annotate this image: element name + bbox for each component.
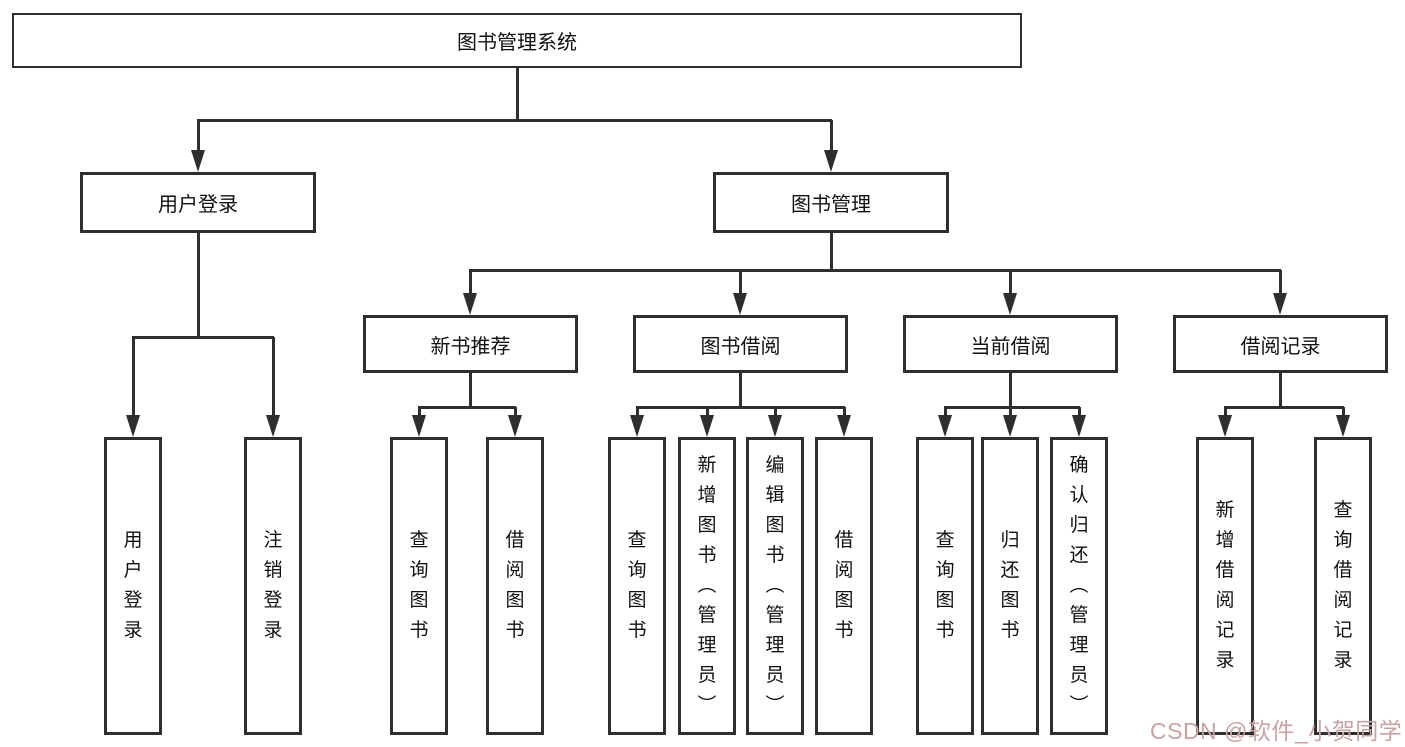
arrowhead-down-icon — [837, 415, 851, 437]
node-leaf-logout: 注销登录 — [244, 437, 302, 735]
arrowhead-down-icon — [266, 415, 280, 437]
connector-line — [843, 407, 846, 417]
connector-line — [132, 336, 274, 339]
node-leaf-borrow-books-recommend: 借阅图书 — [486, 437, 544, 735]
connector-line — [944, 406, 1080, 409]
watermark: CSDN @软件_小贺同学 — [1150, 718, 1403, 744]
arrowhead-down-icon — [508, 415, 522, 437]
node-leaf-query-books-borrowing: 查询图书 — [608, 437, 666, 735]
connector-line — [469, 373, 472, 409]
connector-line — [418, 406, 516, 409]
connector-line — [469, 269, 1281, 272]
node-book-management: 图书管理 — [713, 172, 949, 233]
node-leaf-query-books-recommend: 查询图书 — [390, 437, 448, 735]
node-leaf-return-books: 归还图书 — [981, 437, 1039, 735]
arrowhead-down-icon — [1072, 415, 1086, 437]
arrowhead-down-icon — [733, 293, 747, 315]
node-library-system: 图书管理系统 — [12, 13, 1022, 68]
connector-line — [1009, 373, 1012, 409]
connector-line — [1279, 270, 1282, 295]
arrowhead-down-icon — [1003, 415, 1017, 437]
connector-line — [739, 270, 742, 295]
node-current-borrowing: 当前借阅 — [903, 315, 1118, 373]
arrowhead-down-icon — [126, 415, 140, 437]
connector-line — [516, 68, 519, 121]
connector-line — [739, 373, 742, 409]
connector-line — [197, 233, 200, 339]
connector-line — [1342, 407, 1345, 417]
arrowhead-down-icon — [191, 150, 205, 172]
connector-line — [418, 407, 421, 417]
connector-line — [469, 270, 472, 295]
connector-line — [1009, 270, 1012, 295]
connector-line — [197, 119, 832, 122]
node-book-borrowing: 图书借阅 — [633, 315, 848, 373]
connector-line — [197, 120, 200, 152]
connector-line — [636, 406, 845, 409]
arrowhead-down-icon — [463, 293, 477, 315]
connector-line — [1224, 407, 1227, 417]
arrowhead-down-icon — [768, 415, 782, 437]
connector-line — [830, 233, 833, 272]
connector-line — [132, 337, 135, 417]
node-leaf-add-books-admin: 新增图书︵管理员︶ — [678, 437, 736, 735]
arrowhead-down-icon — [824, 150, 838, 172]
connector-line — [636, 407, 639, 417]
node-user-login: 用户登录 — [80, 172, 316, 233]
node-leaf-borrow-books-borrowing: 借阅图书 — [815, 437, 873, 735]
connector-line — [272, 337, 275, 417]
connector-line — [1224, 406, 1344, 409]
arrowhead-down-icon — [1336, 415, 1350, 437]
arrowhead-down-icon — [1218, 415, 1232, 437]
node-leaf-query-books-current: 查询图书 — [916, 437, 974, 735]
node-leaf-add-borrow-record: 新增借阅记录 — [1196, 437, 1254, 735]
node-new-book-recommend: 新书推荐 — [363, 315, 578, 373]
arrowhead-down-icon — [700, 415, 714, 437]
arrowhead-down-icon — [412, 415, 426, 437]
connector-line — [944, 407, 947, 417]
connector-line — [830, 120, 833, 152]
arrowhead-down-icon — [1273, 293, 1287, 315]
arrowhead-down-icon — [938, 415, 952, 437]
connector-line — [774, 407, 777, 417]
node-leaf-user-login: 用户登录 — [104, 437, 162, 735]
node-leaf-query-borrow-record: 查询借阅记录 — [1314, 437, 1372, 735]
arrowhead-down-icon — [1003, 293, 1017, 315]
connector-line — [1279, 373, 1282, 409]
connector-line — [706, 407, 709, 417]
arrowhead-down-icon — [630, 415, 644, 437]
connector-line — [514, 407, 517, 417]
node-borrow-records: 借阅记录 — [1173, 315, 1388, 373]
connector-line — [1078, 407, 1081, 417]
connector-line — [1009, 407, 1012, 417]
node-leaf-edit-books-admin: 编辑图书︵管理员︶ — [746, 437, 804, 735]
node-leaf-confirm-return-admin: 确认归还︵管理员︶ — [1050, 437, 1108, 735]
